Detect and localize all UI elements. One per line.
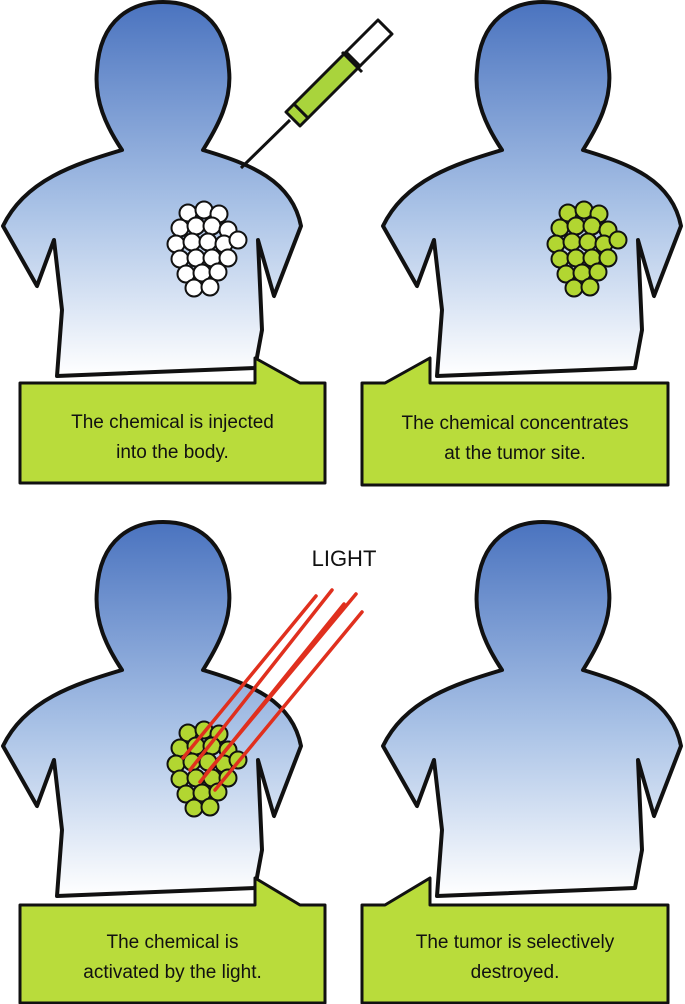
callout-box [360,356,670,487]
callout-box [18,876,327,1004]
light-rays [181,588,364,792]
caption-panel-4: The tumor is selectively destroyed. [415,932,615,983]
tumor-cluster-white [166,200,248,298]
panel-4 [360,520,683,1004]
caption-panel-1: The chemical is injected into the body. [71,412,274,463]
light-label: LIGHT [311,546,377,571]
panel-1 [1,0,394,485]
body-figure [381,0,683,378]
callout-box [360,876,670,1004]
panel-3 [1,520,364,1004]
callout-box [18,356,327,485]
panel-2 [360,0,683,487]
body-figure [381,520,683,898]
syringe [239,18,394,170]
caption-panel-2: The chemical concentrates at the tumor s… [401,413,629,464]
tumor-cluster-green [166,720,248,818]
body-figure [1,0,303,378]
caption-panel-3: The chemical is activated by the light. [83,932,262,983]
body-figure [1,520,303,898]
tumor-cluster-green [546,200,628,298]
